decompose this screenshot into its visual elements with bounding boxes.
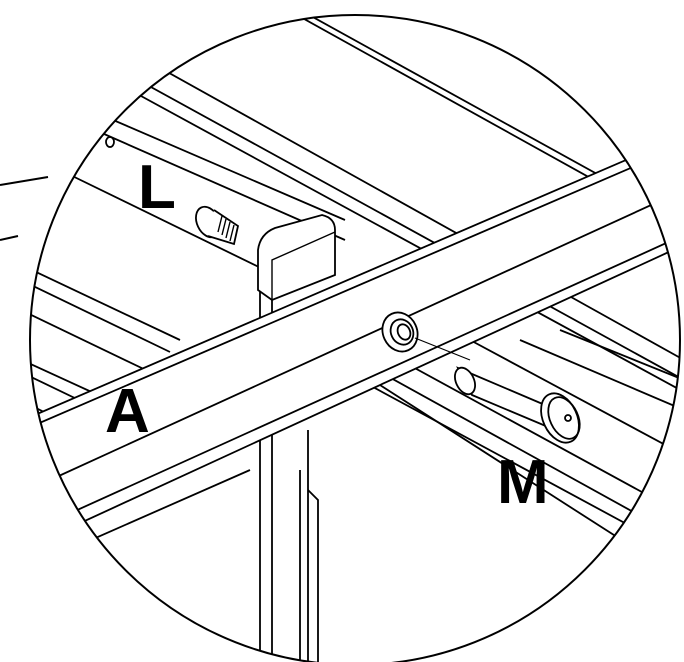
screw-hole-top: [105, 136, 115, 148]
crossbar-hole: [381, 311, 419, 353]
alignment-line: [414, 337, 471, 361]
bracket-plate: [257, 214, 336, 302]
magnifier-circle: [29, 14, 681, 662]
crossbar-A: [30, 134, 680, 561]
callout-pointer: [0, 176, 49, 241]
bolt-M: [454, 366, 581, 444]
label-M: M: [497, 448, 549, 517]
bolt-L: [195, 205, 240, 246]
label-A: A: [105, 377, 150, 446]
label-L: L: [138, 153, 176, 222]
